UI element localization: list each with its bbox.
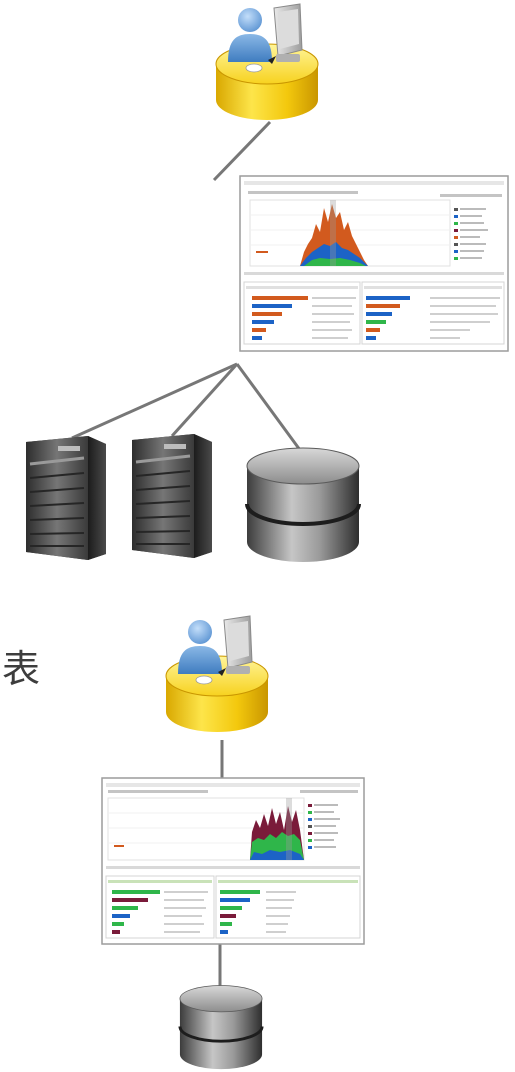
monitoring-screenshot-bottom bbox=[101, 777, 365, 945]
connector-lines bbox=[71, 120, 302, 990]
connector-top-users-to-screenshot bbox=[212, 120, 272, 182]
connector-to-server-2 bbox=[170, 362, 239, 438]
database-cylinder-icon bbox=[180, 985, 262, 1069]
server-icon bbox=[130, 432, 214, 560]
monitoring-screenshot-top bbox=[239, 175, 509, 352]
database-cylinder-icon bbox=[247, 448, 359, 562]
server-icon bbox=[24, 434, 108, 562]
connector-to-storage-top bbox=[235, 363, 302, 451]
user-database-icon bbox=[165, 615, 269, 733]
user-database-icon bbox=[215, 3, 319, 121]
connector-to-server-1 bbox=[71, 362, 238, 440]
